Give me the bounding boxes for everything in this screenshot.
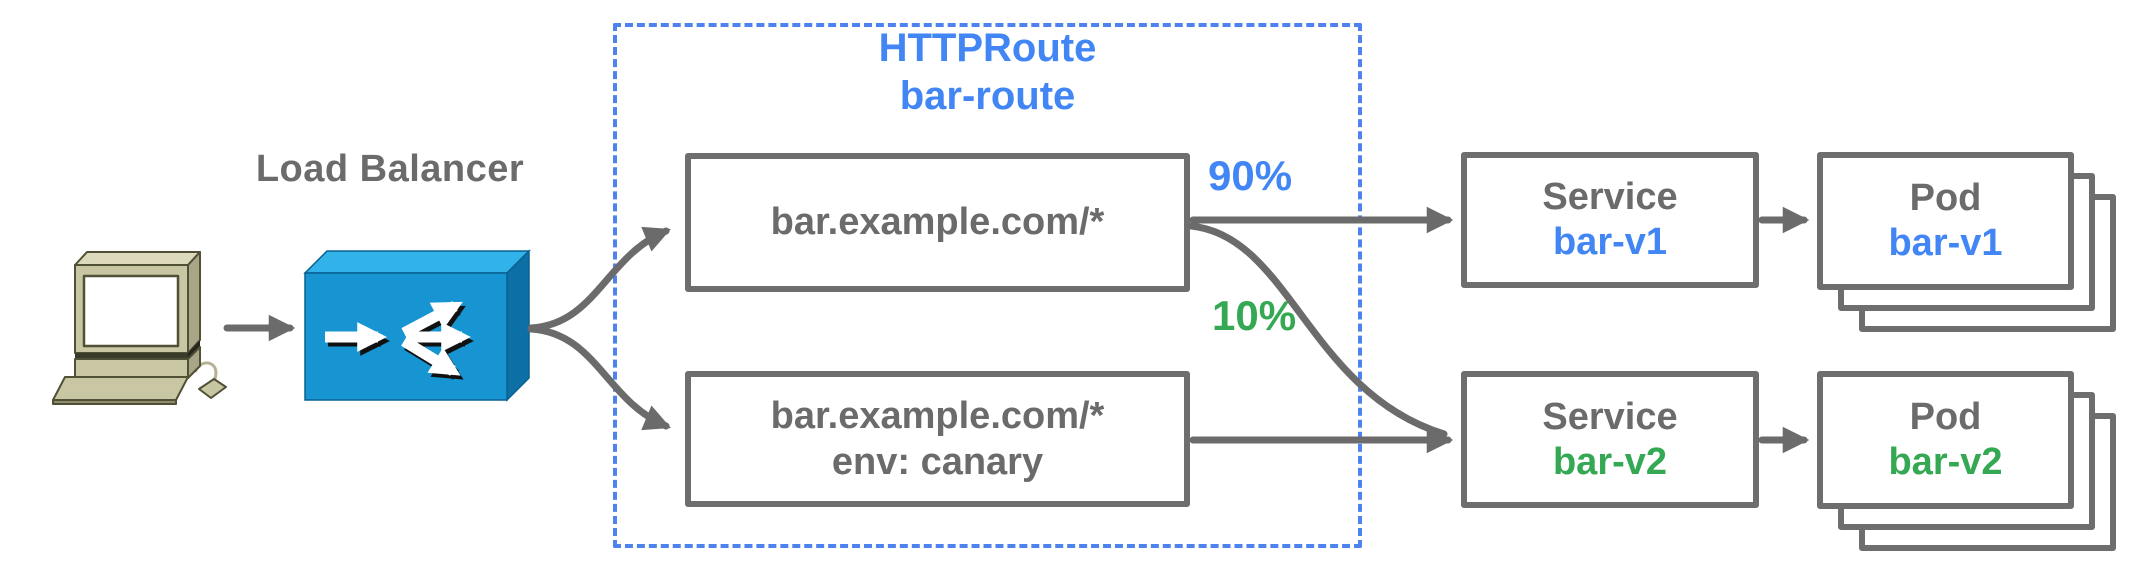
route-rule-box-1: bar.example.com/* xyxy=(685,153,1190,292)
pod-2-kind: Pod xyxy=(1909,396,1982,438)
httproute-name-label: bar-route xyxy=(899,74,1076,118)
route-rule-2-header-match: env: canary xyxy=(831,441,1044,483)
pod-2-name: bar-v2 xyxy=(1888,441,2003,483)
route-rule-box-2: bar.example.com/* env: canary xyxy=(685,371,1190,507)
httproute-kind-label: HTTPRoute xyxy=(878,26,1097,70)
service-box-bar-v2: Service bar-v2 xyxy=(1461,371,1759,508)
service-box-bar-v1: Service bar-v1 xyxy=(1461,152,1759,288)
route-rule-2-host: bar.example.com/* xyxy=(770,395,1105,437)
pod-box-bar-v1: Pod bar-v1 xyxy=(1817,152,2074,290)
service-1-kind: Service xyxy=(1542,176,1678,218)
service-2-name: bar-v2 xyxy=(1552,440,1668,483)
pod-1-name: bar-v1 xyxy=(1888,222,2003,264)
pod-box-bar-v2: Pod bar-v2 xyxy=(1817,371,2074,509)
weight-label-v1: 90% xyxy=(1208,152,1293,199)
load-balancer-label: Load Balancer xyxy=(255,148,525,190)
pod-1-kind: Pod xyxy=(1909,177,1982,219)
service-2-kind: Service xyxy=(1542,395,1678,438)
route-rule-1-host: bar.example.com/* xyxy=(770,201,1105,243)
httproute-title: HTTPRoute bar-route xyxy=(613,24,1362,120)
service-1-name: bar-v1 xyxy=(1552,221,1668,263)
